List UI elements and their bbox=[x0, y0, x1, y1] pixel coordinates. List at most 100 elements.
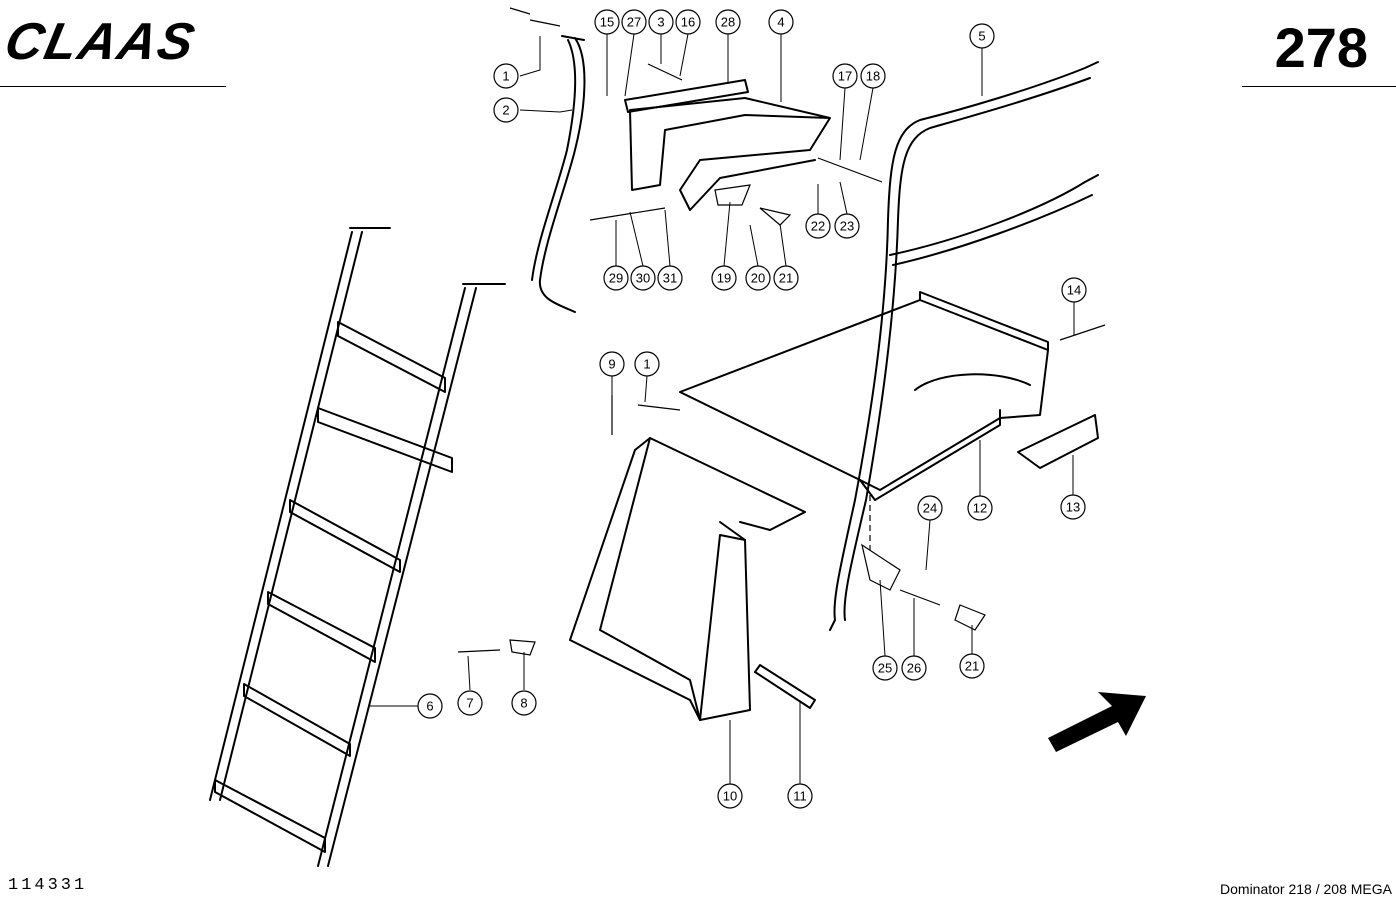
callouts: 1 2 15 27 3 16 28 4 17 18 5 22 23 29 30 … bbox=[417, 9, 1087, 809]
callout-23: 23 bbox=[834, 213, 860, 239]
callout-15: 15 bbox=[594, 9, 620, 35]
callout-17: 17 bbox=[832, 63, 858, 89]
bolt-3 bbox=[647, 63, 683, 81]
callout-25: 25 bbox=[872, 655, 898, 681]
callout-5: 5 bbox=[969, 23, 995, 49]
svg-text:1: 1 bbox=[643, 357, 650, 372]
bolt-7 bbox=[457, 649, 501, 653]
svg-text:24: 24 bbox=[923, 501, 937, 516]
leader-lines bbox=[370, 33, 1075, 784]
svg-text:7: 7 bbox=[466, 696, 473, 711]
svg-text:19: 19 bbox=[717, 271, 731, 286]
handrail-left bbox=[538, 35, 586, 313]
bolt-14 bbox=[1059, 324, 1106, 341]
svg-text:2: 2 bbox=[502, 103, 509, 118]
header-rule-left bbox=[0, 86, 226, 87]
callout-30: 30 bbox=[630, 265, 656, 291]
svg-text:29: 29 bbox=[609, 271, 623, 286]
svg-text:31: 31 bbox=[663, 271, 677, 286]
callout-1-top: 1 bbox=[493, 63, 519, 89]
callout-6: 6 bbox=[417, 693, 443, 719]
svg-text:25: 25 bbox=[878, 661, 892, 676]
svg-text:27: 27 bbox=[627, 15, 641, 30]
svg-text:12: 12 bbox=[973, 501, 987, 516]
callout-3: 3 bbox=[648, 9, 674, 35]
callout-4: 4 bbox=[768, 9, 794, 35]
svg-text:21: 21 bbox=[779, 271, 793, 286]
svg-text:1: 1 bbox=[502, 69, 509, 84]
svg-text:5: 5 bbox=[978, 29, 985, 44]
storage-box bbox=[569, 437, 806, 721]
callout-10: 10 bbox=[717, 783, 743, 809]
svg-text:23: 23 bbox=[840, 219, 854, 234]
bolt-1-mid bbox=[637, 404, 681, 411]
callout-28: 28 bbox=[715, 9, 741, 35]
svg-text:14: 14 bbox=[1067, 283, 1081, 298]
platform bbox=[679, 291, 1049, 501]
handrail-main-inner bbox=[843, 77, 1091, 621]
svg-text:30: 30 bbox=[636, 271, 650, 286]
callout-12: 12 bbox=[967, 495, 993, 521]
callout-21-top: 21 bbox=[773, 265, 799, 291]
handrail-left-inner bbox=[531, 39, 577, 281]
svg-text:10: 10 bbox=[723, 789, 737, 804]
svg-text:16: 16 bbox=[681, 15, 695, 30]
handrail-brace bbox=[889, 174, 1099, 266]
clamp-8 bbox=[509, 639, 536, 656]
step-bracket bbox=[629, 97, 831, 211]
callout-1-mid: 1 bbox=[634, 351, 660, 377]
latch-19 bbox=[714, 184, 751, 206]
callout-16: 16 bbox=[675, 9, 701, 35]
callout-7: 7 bbox=[457, 690, 483, 716]
step-bar bbox=[624, 79, 749, 113]
header-rule-right bbox=[1242, 86, 1396, 87]
callout-27: 27 bbox=[621, 9, 647, 35]
bolt-31 bbox=[589, 207, 666, 221]
svg-text:8: 8 bbox=[520, 696, 527, 711]
callout-29: 29 bbox=[603, 265, 629, 291]
clip-20 bbox=[759, 207, 792, 226]
latch-25 bbox=[861, 543, 901, 591]
svg-text:6: 6 bbox=[426, 699, 433, 714]
model-name: Dominator 218 / 208 MEGA bbox=[1220, 881, 1392, 897]
callout-11: 11 bbox=[787, 783, 813, 809]
svg-text:28: 28 bbox=[721, 15, 735, 30]
svg-text:26: 26 bbox=[907, 661, 921, 676]
callout-21-bottom: 21 bbox=[959, 653, 985, 679]
svg-text:4: 4 bbox=[777, 15, 784, 30]
bracket-13 bbox=[1017, 414, 1099, 469]
svg-text:15: 15 bbox=[600, 15, 614, 30]
callout-24: 24 bbox=[917, 495, 943, 521]
ladder bbox=[209, 227, 506, 867]
callout-26: 26 bbox=[901, 655, 927, 681]
svg-text:18: 18 bbox=[866, 69, 880, 84]
callout-9: 9 bbox=[599, 351, 625, 377]
svg-text:21: 21 bbox=[965, 659, 979, 674]
callout-20: 20 bbox=[745, 265, 771, 291]
svg-text:13: 13 bbox=[1066, 500, 1080, 515]
callout-19: 19 bbox=[711, 265, 737, 291]
callout-14: 14 bbox=[1061, 277, 1087, 303]
svg-text:20: 20 bbox=[751, 271, 765, 286]
clip-21-bottom bbox=[954, 604, 986, 631]
callout-18: 18 bbox=[860, 63, 886, 89]
handrail-main bbox=[829, 61, 1099, 631]
svg-text:22: 22 bbox=[811, 219, 825, 234]
svg-text:17: 17 bbox=[838, 69, 852, 84]
spring-17 bbox=[817, 157, 883, 183]
callout-31: 31 bbox=[657, 265, 683, 291]
page-number: 278 bbox=[1274, 16, 1368, 79]
drawing-number: 114331 bbox=[8, 876, 88, 895]
callout-2: 2 bbox=[493, 97, 519, 123]
callout-13: 13 bbox=[1060, 494, 1086, 520]
direction-arrow bbox=[1048, 692, 1146, 752]
svg-text:9: 9 bbox=[608, 357, 615, 372]
angle-bar-11 bbox=[754, 664, 816, 709]
callout-22: 22 bbox=[805, 213, 831, 239]
bolt-1-top bbox=[509, 7, 561, 27]
pin-26 bbox=[899, 589, 941, 606]
callout-8: 8 bbox=[511, 690, 537, 716]
svg-text:11: 11 bbox=[793, 789, 807, 804]
svg-text:3: 3 bbox=[657, 15, 664, 30]
